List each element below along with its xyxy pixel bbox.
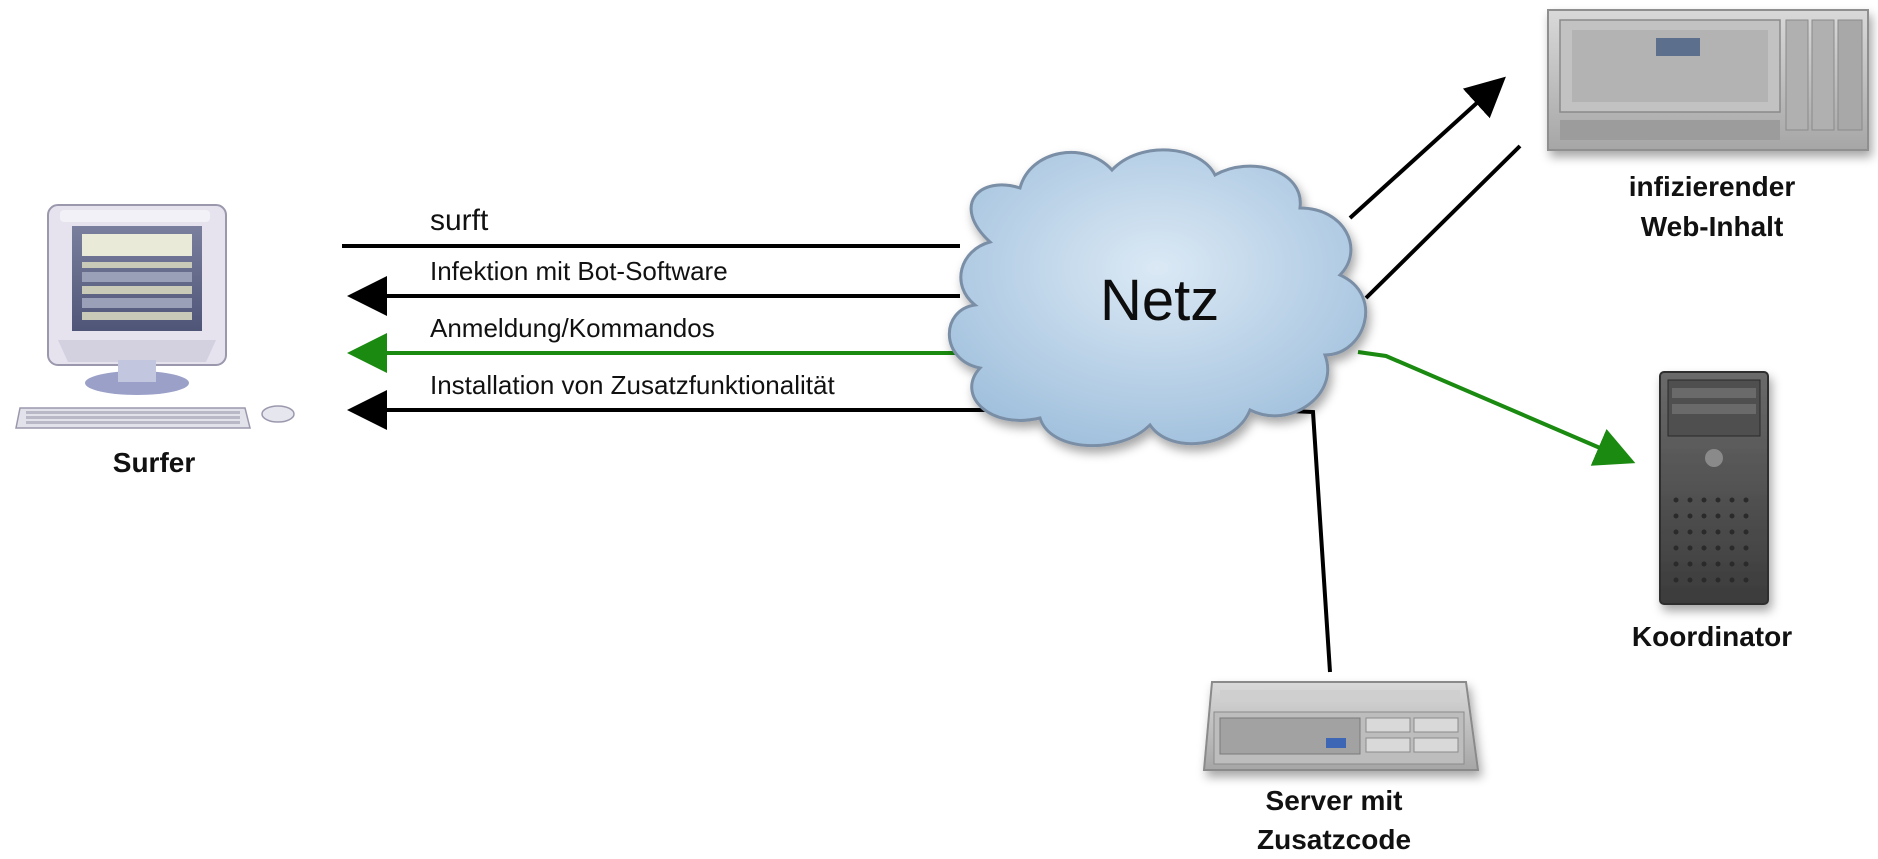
edge-label-installation: Installation von Zusatzfunktionalität <box>430 370 835 400</box>
edge-line-to-web-content <box>1348 76 1506 220</box>
edge-label-infektion: Infektion mit Bot-Software <box>430 256 728 286</box>
edge-line-from-web-content <box>1364 144 1522 300</box>
edge-label-surft: surft <box>430 204 489 237</box>
surfer-node[interactable]: Surfer <box>15 204 295 478</box>
surfer-label: Surfer <box>113 447 196 478</box>
connection-lines <box>342 76 1636 673</box>
coordinator-label: Koordinator <box>1632 621 1792 652</box>
rack-server-icon <box>1202 681 1480 771</box>
coordinator-node[interactable]: Koordinator <box>1632 371 1792 652</box>
code-server-label-line2: Zusatzcode <box>1257 824 1411 855</box>
tower-server-icon <box>1659 371 1769 605</box>
web-content-node[interactable]: infizierender Web-Inhalt <box>1547 9 1869 242</box>
server-cabinet-icon <box>1547 9 1869 151</box>
edge-label-anmeldung: Anmeldung/Kommandos <box>430 313 715 343</box>
network-label: Netz <box>1100 268 1219 333</box>
edge-line-to-coordinator <box>1357 350 1636 466</box>
edge-line-to-code-server <box>1267 408 1332 673</box>
code-server-label-line1: Server mit <box>1266 785 1403 816</box>
cloud-icon <box>947 148 1368 448</box>
code-server-node[interactable]: Server mit Zusatzcode <box>1202 681 1480 855</box>
web-content-label-line2: Web-Inhalt <box>1641 211 1784 242</box>
desktop-computer-icon <box>15 204 295 429</box>
network-cloud: Netz <box>947 148 1368 448</box>
web-content-label-line1: infizierender <box>1629 171 1796 202</box>
